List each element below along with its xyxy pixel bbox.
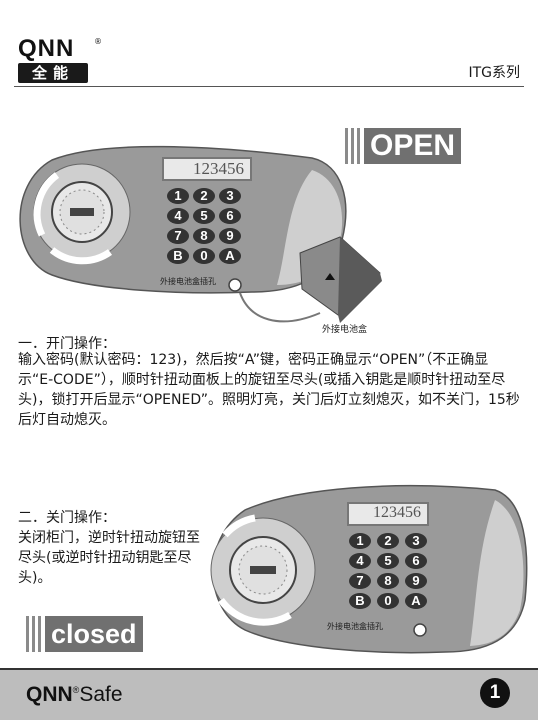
key-0[interactable]: 0 (193, 248, 215, 264)
key-7[interactable]: 7 (349, 573, 371, 589)
key-b[interactable]: B (349, 593, 371, 609)
panel-body (210, 485, 528, 654)
battery-box (239, 236, 382, 323)
open-badge: OPEN (345, 128, 462, 164)
closed-badge: closed (26, 616, 143, 652)
badge-bars (345, 128, 360, 164)
section-close-body: 关闭柜门，逆时针扭动旋钮至尽头(或逆时针扭动钥匙至尽头)。 (18, 530, 200, 586)
key-4[interactable]: 4 (167, 208, 189, 224)
safe-panel-open: 123456 1 2 3 4 5 6 7 8 9 B 0 A 外接电池盒插孔 (12, 140, 357, 300)
brand-name-cn: 全能 (18, 63, 88, 83)
brand-logo: QNN ® 全能 (18, 35, 102, 83)
key-2[interactable]: 2 (193, 188, 215, 204)
brand-name: QNN (18, 35, 75, 62)
key-4[interactable]: 4 (349, 553, 371, 569)
battery-port-label: 外接电池盒插孔 (160, 277, 216, 286)
lcd-display: 123456 (347, 502, 429, 526)
battery-box-label: 外接电池盒 (322, 325, 368, 335)
footer-bar (0, 668, 538, 720)
key-3[interactable]: 3 (405, 533, 427, 549)
key-6[interactable]: 6 (405, 553, 427, 569)
footer-registered-mark: ® (72, 685, 80, 695)
section-open-body: 输入密码(默认密码：123)，然后按“A”键，密码正确显示“OPEN”（不正确显… (18, 352, 520, 428)
battery-port-label: 外接电池盒插孔 (327, 622, 383, 631)
footer-brand-suffix: Safe (79, 683, 123, 706)
open-badge-text: OPEN (364, 128, 462, 164)
key-3[interactable]: 3 (219, 188, 241, 204)
series-label: ITG系列 (468, 65, 520, 81)
key-1[interactable]: 1 (167, 188, 189, 204)
key-8[interactable]: 8 (377, 573, 399, 589)
key-7[interactable]: 7 (167, 228, 189, 244)
lcd-display: 123456 (162, 157, 252, 181)
section-open-title: 一．开门操作： (18, 336, 116, 352)
key-b[interactable]: B (167, 248, 189, 264)
key-0[interactable]: 0 (377, 593, 399, 609)
header-divider (14, 86, 524, 87)
key-1[interactable]: 1 (349, 533, 371, 549)
key-6[interactable]: 6 (219, 208, 241, 224)
key-8[interactable]: 8 (193, 228, 215, 244)
key-9[interactable]: 9 (405, 573, 427, 589)
footer-brand: QNN®Safe (26, 683, 123, 707)
safe-panel-close: 123456 1 2 3 4 5 6 7 8 9 B 0 A 外接电池盒插孔 (195, 480, 530, 660)
key-a[interactable]: A (219, 248, 241, 264)
key-9[interactable]: 9 (219, 228, 241, 244)
registered-mark: ® (94, 37, 102, 46)
key-a[interactable]: A (405, 593, 427, 609)
badge-bars (26, 616, 41, 652)
key-5[interactable]: 5 (193, 208, 215, 224)
key-2[interactable]: 2 (377, 533, 399, 549)
key-5[interactable]: 5 (377, 553, 399, 569)
closed-badge-text: closed (45, 616, 143, 652)
page-number: 1 (480, 678, 510, 708)
section-close-title: 二．关门操作： (18, 510, 116, 526)
footer-brand-name: QNN (26, 683, 73, 706)
